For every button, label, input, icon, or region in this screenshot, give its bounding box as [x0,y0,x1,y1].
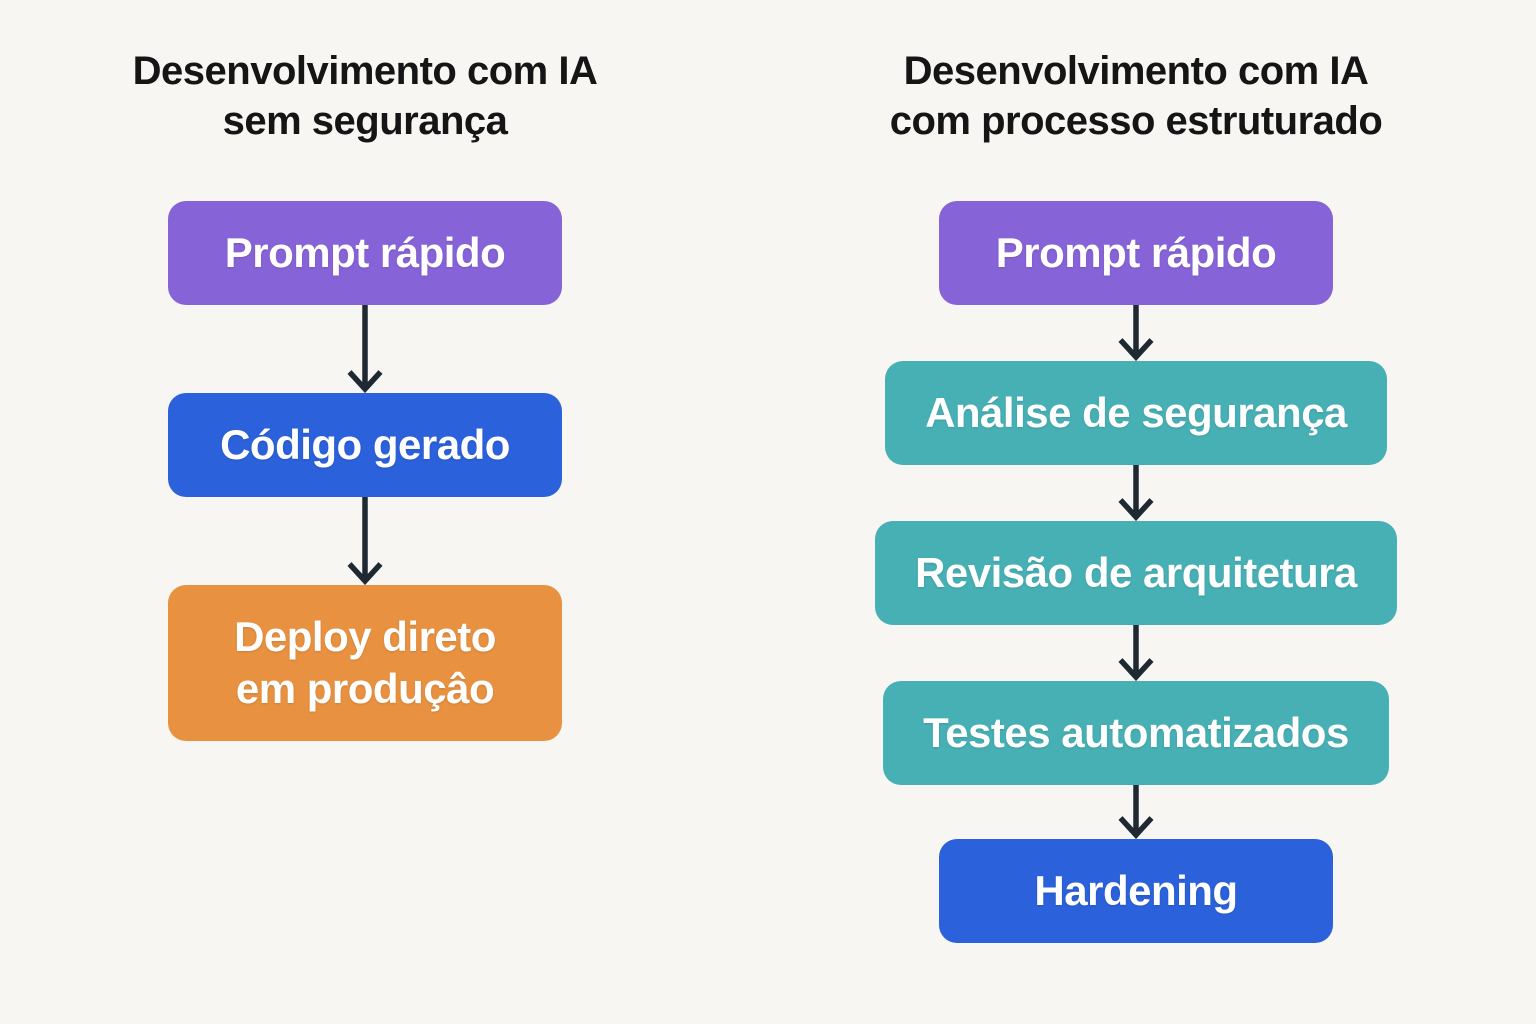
node-hardening: Hardening [939,839,1333,944]
column-title-sem-seguranca: Desenvolvimento com IA sem segurança [132,49,598,144]
down-arrow-icon [1114,304,1158,361]
flow-processo-estruturado: Desenvolvimento com IA com processo estr… [806,46,1466,944]
down-arrow-icon [1114,625,1158,682]
node-revisao-arquitetura: Revisão de arquitetura [875,520,1397,626]
down-arrow-icon [1114,464,1158,521]
node-codigo-gerado: Código gerado [168,392,562,497]
flow-sem-seguranca: Desenvolvimento com IA sem segurança Pro… [0,46,730,742]
node-prompt-rapido: Prompt rápido [939,200,1333,305]
node-deploy-direto: Deploy direto em produçâo [168,584,562,742]
node-analise-seguranca: Análise de segurança [885,360,1387,465]
column-title-processo-estruturado: Desenvolvimento com IA com processo estr… [889,49,1383,144]
node-prompt-rapido: Prompt rápido [168,200,562,305]
down-arrow-icon [1114,785,1158,840]
node-testes-automatizados: Testes automatizados [883,681,1389,786]
down-arrow-icon [343,304,387,393]
down-arrow-icon [343,496,387,585]
